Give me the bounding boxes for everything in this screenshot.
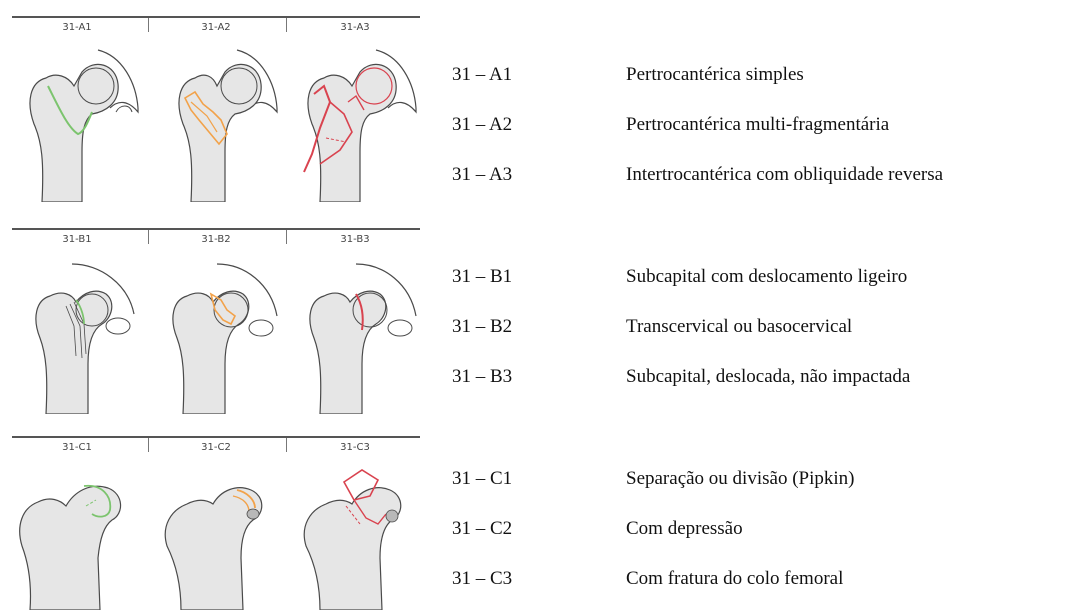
panel-label: 31-B1 [12, 234, 142, 245]
classification-code: 31 – B3 [452, 366, 512, 388]
classification-description: Pertrocantérica simples [626, 64, 804, 86]
classification-code: 31 – C1 [452, 468, 512, 490]
femur-illustration-c2 [151, 462, 281, 610]
classification-description: Subcapital com deslocamento ligeiro [626, 266, 907, 288]
femur-illustration-b2 [151, 254, 281, 414]
panel-label: 31-B2 [151, 234, 281, 245]
classification-description: Com fratura do colo femoral [626, 568, 843, 590]
femur-illustration-c1 [12, 462, 142, 610]
classification-description: Transcervical ou basocervical [626, 316, 852, 338]
panel-label: 31-B3 [290, 234, 420, 245]
femur-illustration-a1 [12, 42, 142, 202]
classification-description: Intertrocantérica com obliquidade revers… [626, 164, 943, 186]
femur-illustration-a2 [151, 42, 281, 202]
classification-code: 31 – B2 [452, 316, 512, 338]
header-separator [148, 438, 149, 452]
panel-label: 31-C3 [290, 442, 420, 453]
classification-description: Subcapital, deslocada, não impactada [626, 366, 910, 388]
fracture-group-b: 31-B1 31-B2 31-B3 [12, 228, 420, 418]
femur-illustration-b3 [290, 254, 420, 414]
classification-code: 31 – C2 [452, 518, 512, 540]
classification-description: Separação ou divisão (Pipkin) [626, 468, 854, 490]
femur-illustration-a3 [290, 42, 420, 202]
classification-description: Com depressão [626, 518, 743, 540]
panel-label: 31-C2 [151, 442, 281, 453]
femur-illustration-b1 [12, 254, 142, 414]
fracture-group-c: 31-C1 31-C2 31-C3 [12, 436, 420, 610]
group-header-line [12, 228, 420, 230]
header-separator [148, 230, 149, 244]
classification-code: 31 – C3 [452, 568, 512, 590]
classification-code: 31 – A2 [452, 114, 512, 136]
panel-label: 31-A2 [151, 22, 281, 33]
panel-label: 31-C1 [12, 442, 142, 453]
classification-code: 31 – A3 [452, 164, 512, 186]
panel-label: 31-A3 [290, 22, 420, 33]
header-separator [148, 18, 149, 32]
header-separator [286, 18, 287, 32]
femur-illustration-c3 [290, 462, 420, 610]
panel-label: 31-A1 [12, 22, 142, 33]
classification-description: Pertrocantérica multi-fragmentária [626, 114, 889, 136]
classification-code: 31 – A1 [452, 64, 512, 86]
header-separator [286, 438, 287, 452]
fracture-group-a: 31-A1 31-A2 31-A3 [12, 16, 420, 206]
header-separator [286, 230, 287, 244]
group-header-line [12, 16, 420, 18]
classification-code: 31 – B1 [452, 266, 512, 288]
group-header-line [12, 436, 420, 438]
